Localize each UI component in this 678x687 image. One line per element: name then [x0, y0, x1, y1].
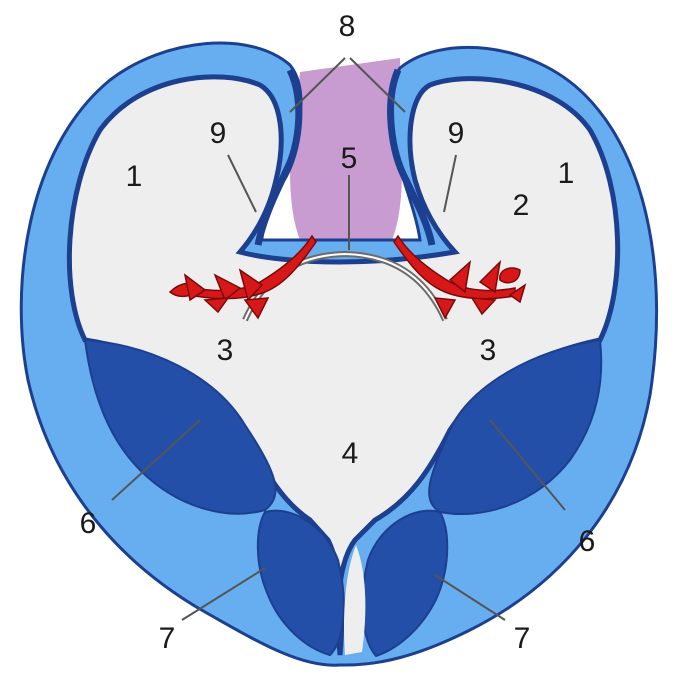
label-9-right: 9 [448, 117, 465, 150]
label-6-right: 6 [579, 525, 596, 558]
label-3-right: 3 [480, 334, 497, 367]
label-6-left: 6 [80, 507, 97, 540]
label-4: 4 [342, 437, 359, 470]
label-2: 2 [513, 189, 530, 222]
label-8: 8 [339, 10, 356, 43]
label-7-left: 7 [159, 622, 176, 655]
label-1-right: 1 [558, 157, 575, 190]
label-9-left: 9 [210, 117, 227, 150]
label-7-right: 7 [514, 622, 531, 655]
label-5: 5 [341, 142, 358, 175]
label-3-left: 3 [217, 334, 234, 367]
label-1-left: 1 [126, 160, 143, 193]
